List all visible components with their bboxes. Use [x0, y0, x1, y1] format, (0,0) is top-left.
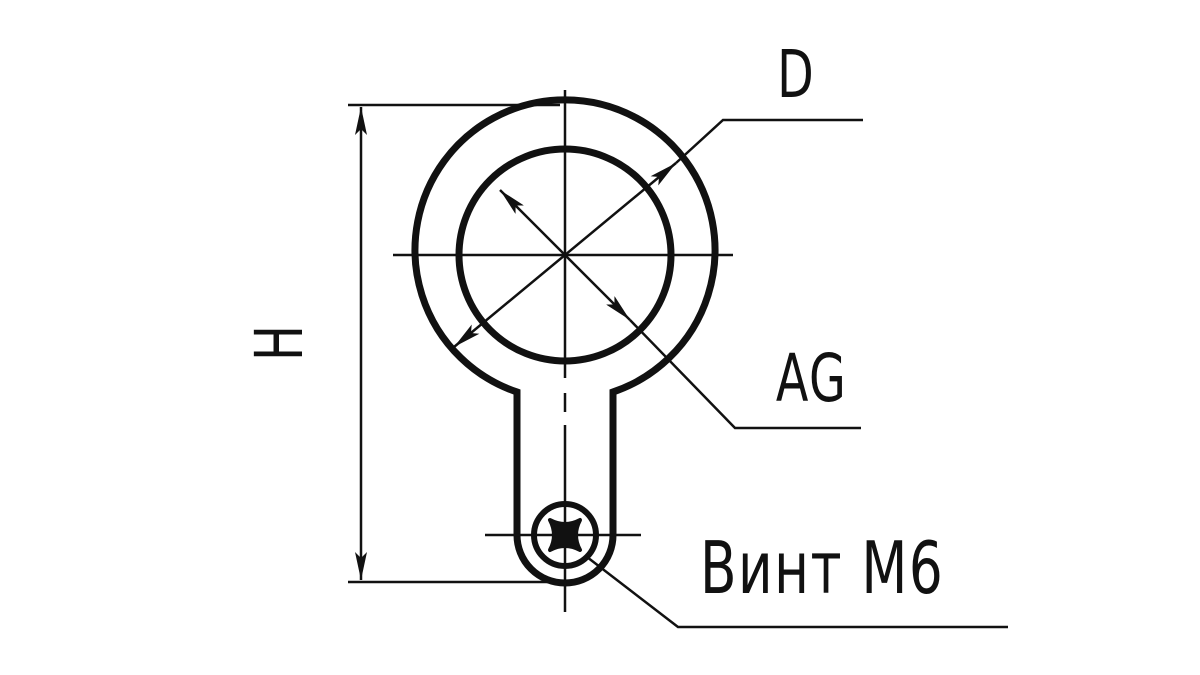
screw-cross-recess-icon — [548, 518, 582, 552]
dimension-ag-leader — [629, 319, 861, 430]
label-inner-diameter: AG — [775, 340, 848, 417]
label-height: H — [240, 325, 318, 361]
terminal-body-outline — [411, 96, 719, 587]
screw-leader — [586, 556, 1008, 629]
dimension-ag-line — [499, 189, 631, 321]
label-screw: Винт M6 — [700, 526, 945, 610]
dimension-d-leader — [675, 118, 863, 164]
label-outer-diameter: D — [777, 36, 814, 113]
